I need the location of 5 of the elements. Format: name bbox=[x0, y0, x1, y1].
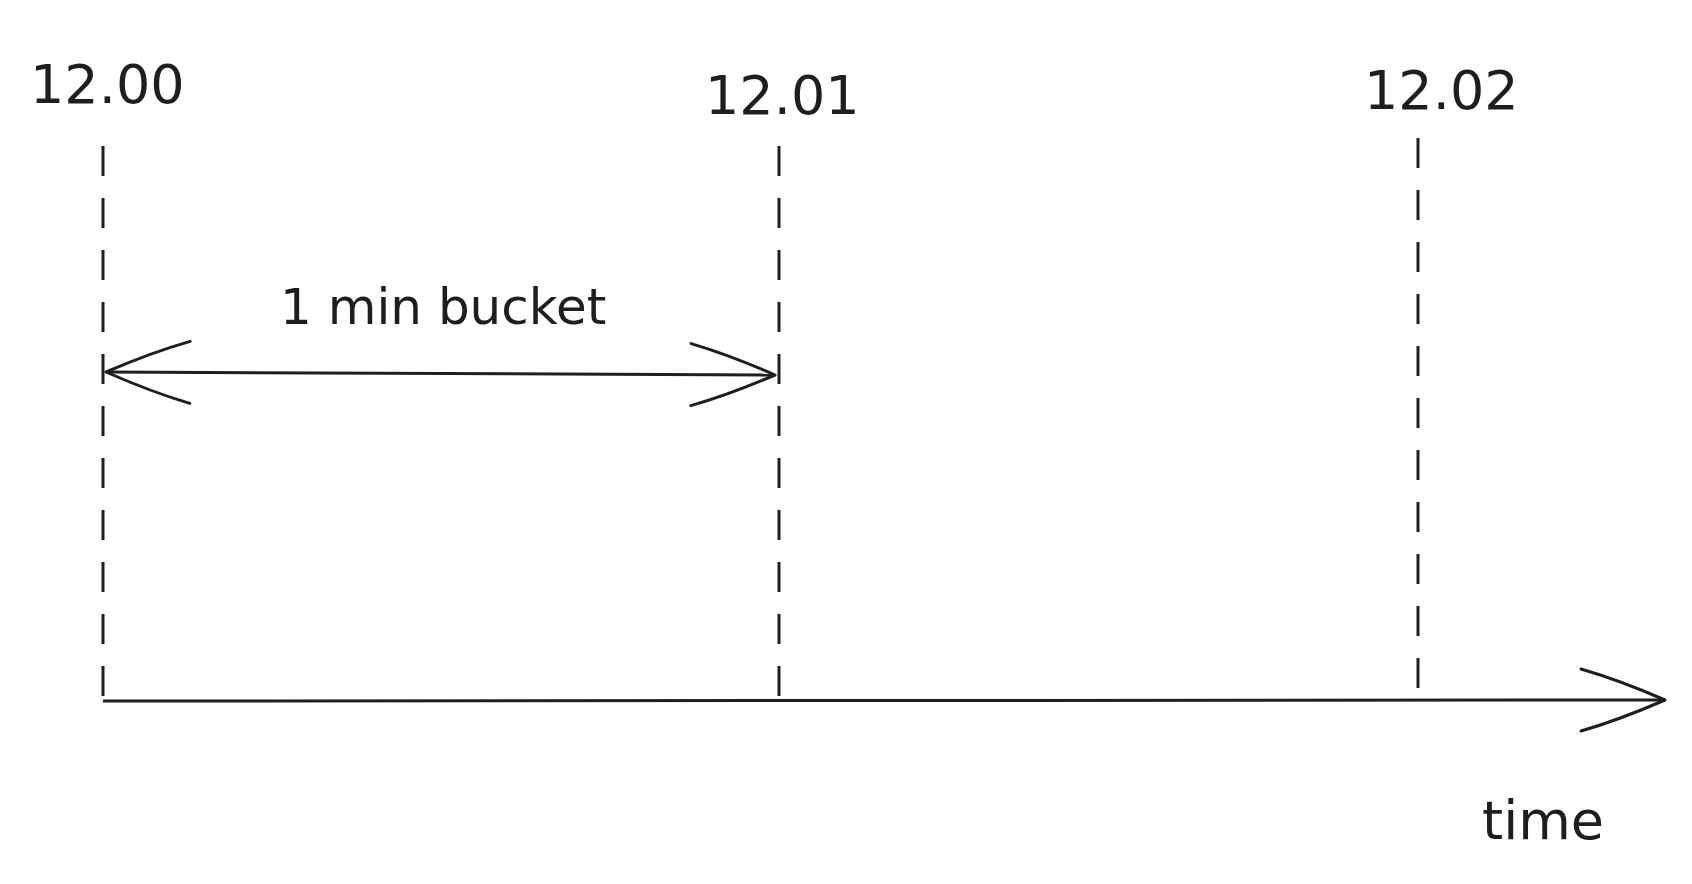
time-tick-label: 12.02 bbox=[1364, 64, 1519, 118]
time-tick-label: 12.01 bbox=[705, 69, 860, 123]
time-tick-label: 12.00 bbox=[30, 58, 185, 112]
axis-label: time bbox=[1482, 794, 1604, 848]
dimension-label: 1 min bucket bbox=[280, 282, 607, 332]
